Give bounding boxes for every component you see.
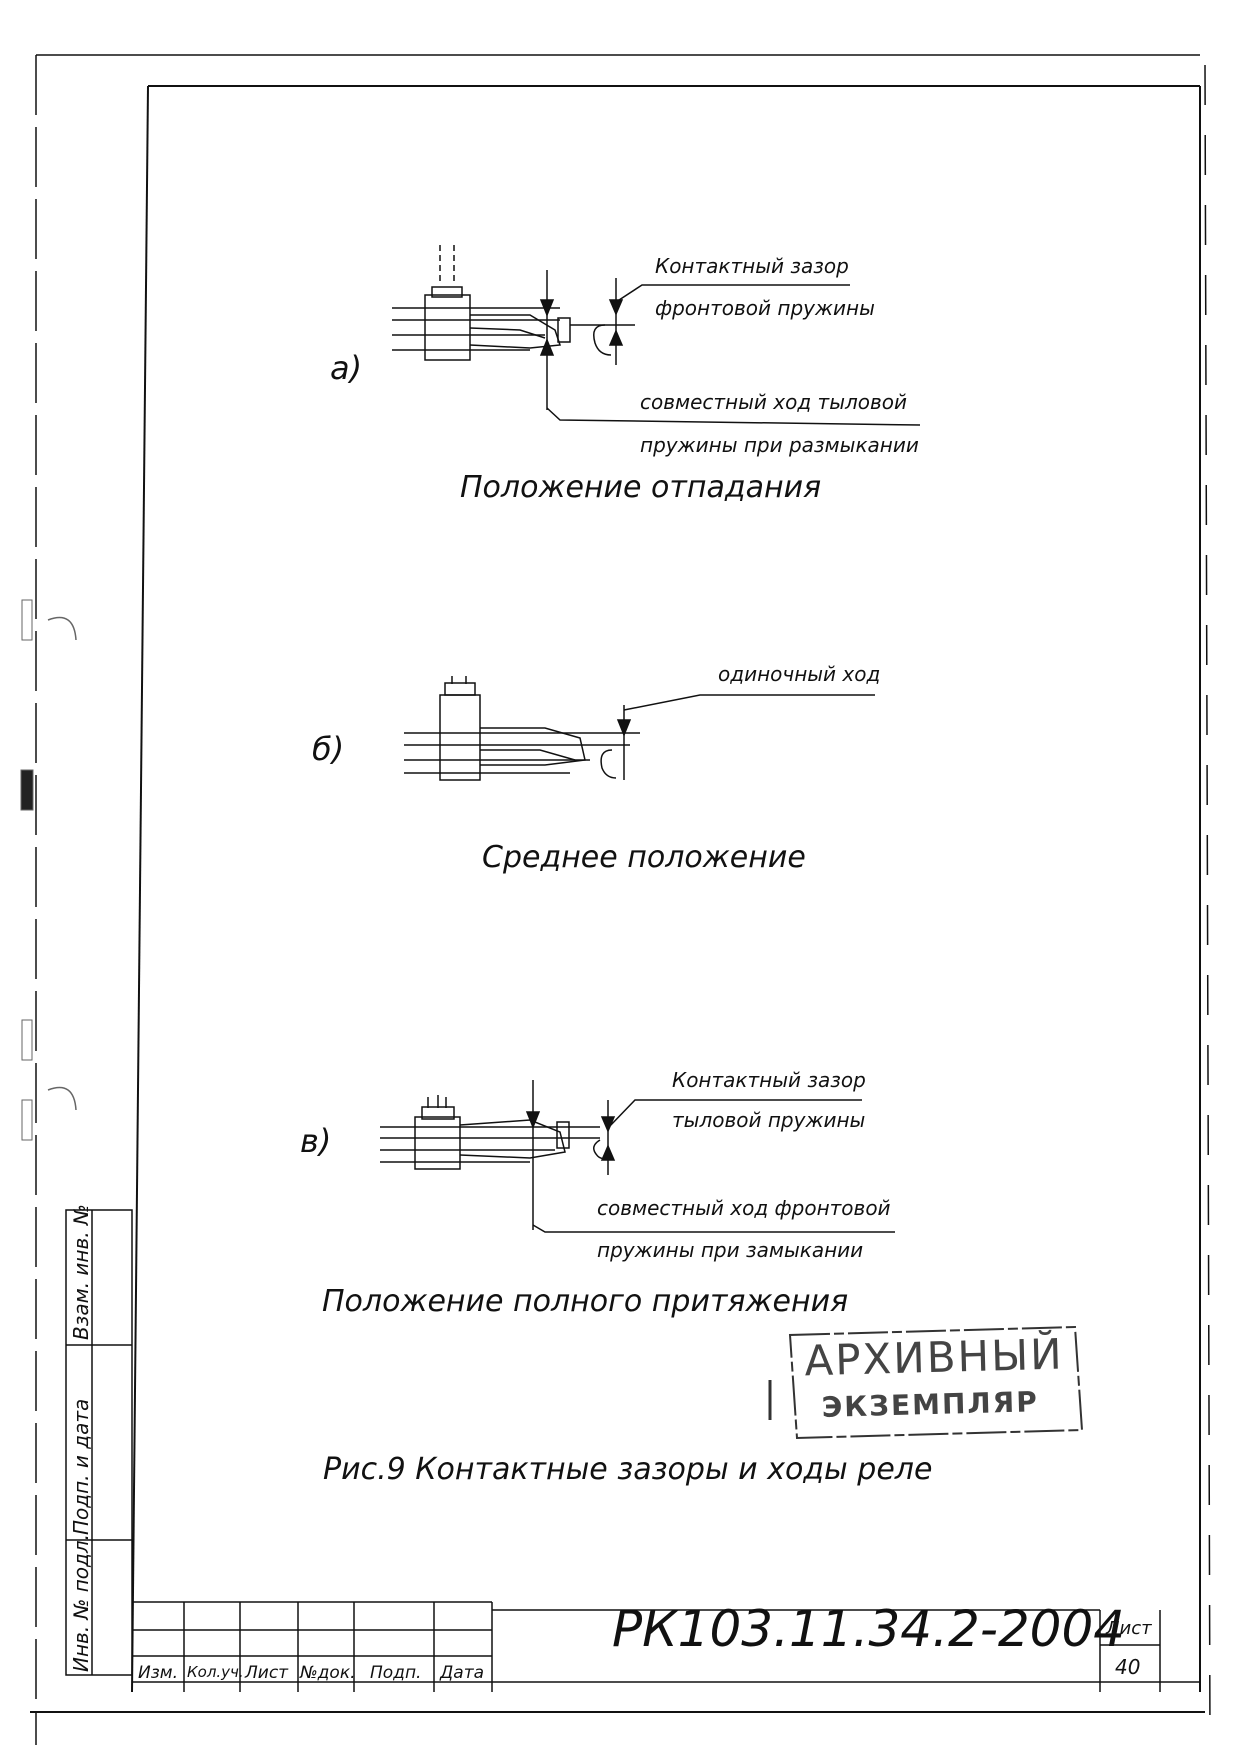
relay-diagram-c [380,1080,895,1233]
figure-a-travel-label-line2: пружины при размыкании [640,433,919,457]
figure-b-caption: Среднее положение [482,840,806,875]
side-label-podp-data: Подп. и дата [69,1398,93,1535]
side-strip [65,1209,133,1676]
figure-a-gap-label-line1: Контактный зазор [655,254,849,278]
figure-caption: Рис.9 Контактные зазоры и ходы реле [323,1452,933,1487]
figure-b-single-label: одиночный ход [718,662,881,686]
figure-c-caption: Положение полного притяжения [322,1284,849,1319]
figure-c-letter: в) [300,1122,332,1160]
figure-b-letter: б) [312,730,345,768]
relay-diagram-b [404,676,875,781]
figure-a-gap-label-line2: фронтовой пружины [655,296,875,320]
figure-c-travel-label-line1: совместный ход фронтовой [597,1196,891,1220]
archive-stamp: АРХИВНЫЙ ЭКЗЕМПЛЯР [784,1319,1082,1437]
tb-col-data: Дата [440,1663,485,1683]
tb-sheet-label: Лист [1106,1618,1152,1639]
archive-stamp-line2: ЭКЗЕМПЛЯР [821,1385,1040,1424]
side-label-inv-podl: Инв. № подл. [69,1534,93,1672]
figure-c-gap-label-line2: тыловой пружины [672,1108,866,1132]
tb-col-izm: Изм. [138,1663,178,1683]
document-number: РК103.11.34.2-2004 [612,1600,1126,1658]
relay-diagram-a [392,245,921,426]
tb-col-podp: Подп. [370,1663,422,1683]
figure-a-caption: Положение отпадания [460,470,822,505]
figure-c-travel-label-line2: пружины при замыкании [597,1238,864,1262]
tb-col-kol-uch: Кол.уч. [187,1663,244,1681]
figure-c-gap-label-line1: Контактный зазор [672,1068,866,1092]
binding-marks [20,599,77,1141]
tb-sheet-number: 40 [1115,1655,1141,1679]
side-label-vzam-inv: Взам. инв. № [69,1204,93,1340]
tb-col-list: Лист [245,1663,289,1683]
tb-col-n-dok: №док. [300,1663,356,1683]
frame [30,54,1211,1746]
archive-stamp-line1: АРХИВНЫЙ [803,1329,1065,1386]
title-block-grid [132,1601,1200,1692]
archive-stamp-frame [768,1325,1084,1440]
figure-a-travel-label-line1: совместный ход тыловой [640,390,908,414]
figure-a-letter: а) [330,349,363,387]
